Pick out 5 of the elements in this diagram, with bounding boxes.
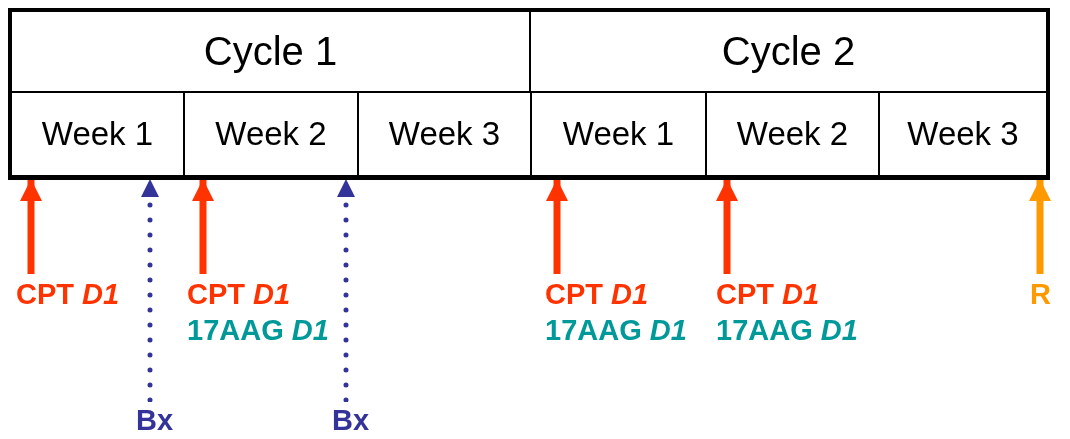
- arrow: [716, 179, 738, 274]
- arrow: [546, 179, 568, 274]
- arrow: [192, 179, 214, 274]
- arrow: [20, 179, 42, 274]
- arrow: [1029, 179, 1051, 274]
